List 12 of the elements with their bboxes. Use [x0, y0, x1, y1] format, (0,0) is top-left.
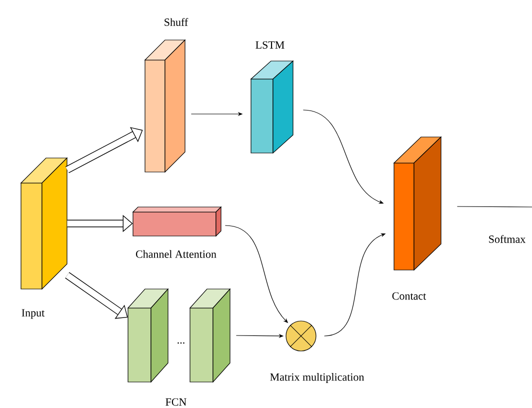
block-arrow	[65, 127, 143, 174]
node-label: Channel Attention	[136, 250, 216, 258]
edge-label: Softmax	[487, 234, 527, 244]
connector-line	[456, 206, 532, 208]
node-label: FCN	[166, 398, 186, 406]
node-label: Matrix multiplication	[270, 373, 364, 383]
ellipsis-mark: ...	[178, 342, 184, 344]
block-arrow	[65, 272, 128, 319]
node-label: Input	[22, 309, 45, 319]
node-label: LSTM	[256, 41, 284, 49]
node-label: Contact	[392, 292, 426, 300]
node-label: Shuff	[164, 18, 188, 26]
